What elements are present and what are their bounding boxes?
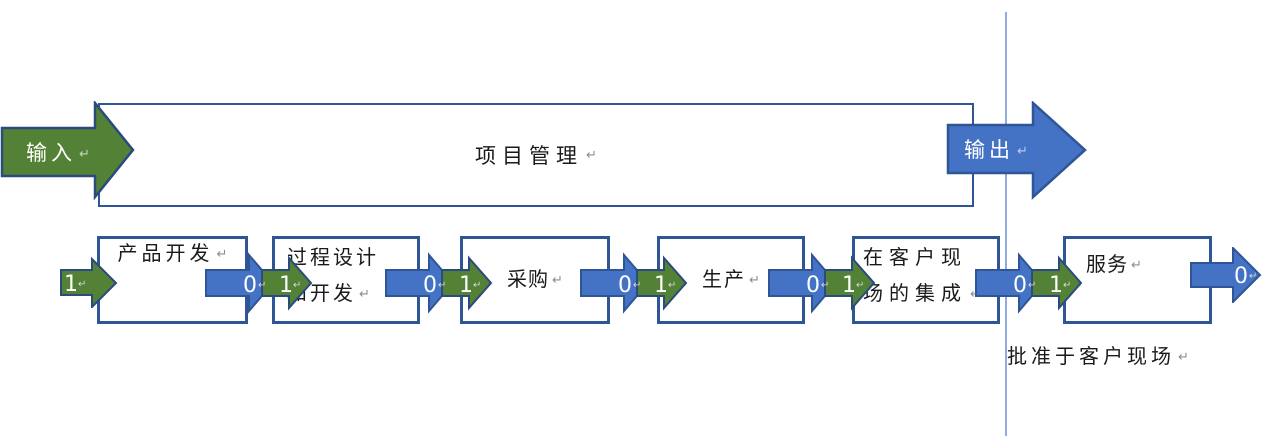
box-label: 生产↵ bbox=[702, 267, 760, 291]
flow-junction-3[interactable]: 0 ↵ 1 ↵ bbox=[580, 252, 690, 314]
product-development-box[interactable]: 产品开发↵ bbox=[97, 236, 248, 324]
box-label: 服务↵ bbox=[1086, 252, 1142, 276]
box-label: 采购↵ bbox=[507, 267, 563, 291]
return-mark: ↵ bbox=[78, 279, 86, 290]
return-mark: ↵ bbox=[552, 273, 563, 288]
zero-value-label: 0 bbox=[243, 273, 257, 298]
phase-divider-line[interactable] bbox=[1005, 12, 1007, 436]
return-mark: ↵ bbox=[749, 273, 760, 288]
return-mark: ↵ bbox=[668, 280, 676, 291]
input-arrow-label: 输入↵ bbox=[26, 141, 90, 165]
right-arrow-shape bbox=[0, 101, 135, 201]
input-arrow[interactable]: 输入↵ bbox=[0, 101, 136, 201]
flow-junction-1[interactable]: 0 ↵ 1 ↵ bbox=[205, 252, 315, 314]
one-arrow-polygon[interactable] bbox=[824, 255, 876, 311]
output-arrow-polygon[interactable] bbox=[946, 101, 1087, 200]
one-value-label: 1 bbox=[279, 273, 293, 298]
box-label-line2: 场的集成↵ bbox=[863, 275, 997, 313]
return-mark: ↵ bbox=[79, 147, 90, 162]
zero-value-label: 0 bbox=[1013, 273, 1027, 298]
return-mark: ↵ bbox=[856, 280, 864, 291]
one-value-label: 1 bbox=[842, 273, 856, 298]
one-value-label: 1 bbox=[459, 273, 473, 298]
return-mark: ↵ bbox=[633, 280, 641, 291]
return-mark: ↵ bbox=[473, 280, 481, 291]
one-arrow-polygon[interactable] bbox=[60, 256, 118, 308]
zero-value-label: 0 bbox=[618, 273, 632, 298]
return-mark: ↵ bbox=[1063, 280, 1071, 291]
output-arrow-label: 输出↵ bbox=[964, 138, 1028, 162]
return-mark: ↵ bbox=[258, 280, 266, 291]
project-management-label: 项目管理 bbox=[475, 144, 584, 168]
one-value-label: 1 bbox=[654, 273, 668, 298]
input-arrow-polygon[interactable] bbox=[0, 101, 135, 201]
one-value-label: 1 bbox=[64, 272, 78, 297]
return-mark: ↵ bbox=[359, 287, 370, 302]
return-mark: ↵ bbox=[1178, 350, 1189, 365]
return-mark: ↵ bbox=[1028, 280, 1036, 291]
box-label: 产品开发↵ bbox=[117, 241, 228, 265]
service-box[interactable]: 服务↵ bbox=[1063, 236, 1212, 324]
one-arrow-polygon[interactable] bbox=[261, 255, 313, 311]
return-mark: ↵ bbox=[438, 280, 446, 291]
end-zero-arrow[interactable]: 0 ↵ bbox=[1190, 247, 1262, 303]
site-approval-note: 批准于客户现场↵ bbox=[1007, 344, 1189, 368]
one-value-label: 1 bbox=[1049, 273, 1063, 298]
return-mark: ↵ bbox=[293, 280, 301, 291]
return-mark: ↵ bbox=[821, 280, 829, 291]
flow-junction-2[interactable]: 0 ↵ 1 ↵ bbox=[385, 252, 495, 314]
return-mark: ↵ bbox=[1249, 271, 1257, 282]
flow-junction-5[interactable]: 0 ↵ 1 ↵ bbox=[975, 252, 1085, 314]
one-arrow-polygon[interactable] bbox=[441, 255, 493, 311]
one-arrow-polygon[interactable] bbox=[636, 255, 688, 311]
zero-arrow-polygon[interactable] bbox=[1190, 247, 1262, 303]
zero-value-label: 0 bbox=[1234, 264, 1248, 289]
start-one-arrow[interactable]: 1 ↵ bbox=[60, 256, 118, 308]
return-mark: ↵ bbox=[1017, 144, 1028, 159]
zero-value-label: 0 bbox=[806, 273, 820, 298]
box-label-line1: 过程设计 bbox=[287, 245, 379, 269]
zero-value-label: 0 bbox=[423, 273, 437, 298]
box-label-line1: 在客户现 bbox=[863, 245, 967, 269]
flow-junction-4[interactable]: 0 ↵ 1 ↵ bbox=[768, 252, 878, 314]
right-arrow-shape bbox=[946, 101, 1087, 200]
return-mark: ↵ bbox=[216, 247, 228, 262]
project-management-box[interactable]: 项目管理↵ bbox=[98, 103, 974, 207]
one-arrow-polygon[interactable] bbox=[1031, 255, 1083, 311]
return-mark: ↵ bbox=[1131, 258, 1142, 273]
return-mark: ↵ bbox=[586, 147, 597, 163]
output-arrow[interactable]: 输出↵ bbox=[946, 101, 1088, 201]
